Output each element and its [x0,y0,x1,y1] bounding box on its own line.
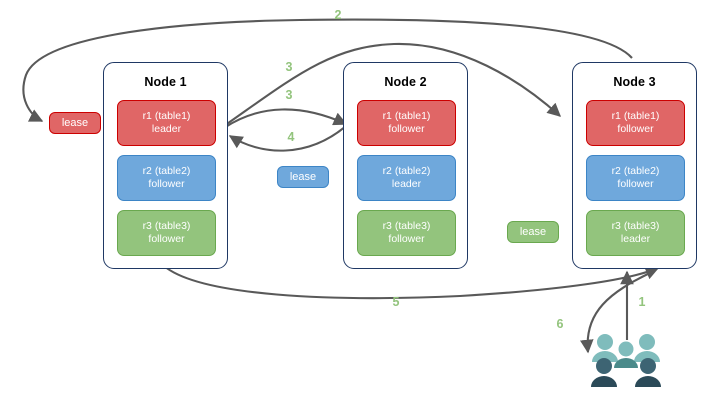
replica-role: follower [388,233,425,245]
lease-badge-table1[interactable]: lease [49,112,101,134]
replica-role: follower [617,178,654,190]
replica-role: follower [617,123,654,135]
replica-name: r2 (table2) [382,164,431,177]
lease-badge-table3[interactable]: lease [507,221,559,243]
node-title-node-1: Node 1 [144,75,187,89]
node-title-node-3: Node 3 [613,75,656,89]
replica-role: leader [620,233,651,245]
step-label-3a: 3 [285,60,293,74]
replica-role: leader [391,178,422,190]
node-card-node-3[interactable]: Node 3 r1 (table1) follower r2 (table2) … [572,62,697,269]
step-label-4: 4 [287,130,295,144]
replica-node-1-r3[interactable]: r3 (table3) follower [117,210,216,256]
replica-name: r2 (table2) [142,164,191,177]
replica-role: leader [151,123,182,135]
replica-role: follower [148,178,185,190]
replica-name: r2 (table2) [611,164,660,177]
replica-name: r1 (table1) [611,109,660,122]
step-label-5: 5 [392,295,400,309]
replica-node-1-r2[interactable]: r2 (table2) follower [117,155,216,201]
lease-badge-table2[interactable]: lease [277,166,329,188]
replica-node-3-r2[interactable]: r2 (table2) follower [586,155,685,201]
step-label-3b: 3 [285,88,293,102]
node-card-node-1[interactable]: Node 1 r1 (table1) leader r2 (table2) fo… [103,62,228,269]
replica-node-1-r1[interactable]: r1 (table1) leader [117,100,216,146]
step-label-6: 6 [556,317,564,331]
replica-name: r3 (table3) [142,219,191,232]
replica-node-3-r1[interactable]: r1 (table1) follower [586,100,685,146]
step-label-1: 1 [638,295,646,309]
node-card-node-2[interactable]: Node 2 r1 (table1) follower r2 (table2) … [343,62,468,269]
arrow-step-5 [163,265,660,300]
arrow-step-3-to-node2 [223,108,348,129]
replica-name: r3 (table3) [611,219,660,232]
node-title-node-2: Node 2 [384,75,427,89]
replica-role: follower [388,123,425,135]
replica-node-2-r1[interactable]: r1 (table1) follower [357,100,456,146]
replica-node-2-r2[interactable]: r2 (table2) leader [357,155,456,201]
replica-node-3-r3[interactable]: r3 (table3) leader [586,210,685,256]
step-label-2: 2 [334,8,342,22]
replica-name: r3 (table3) [382,219,431,232]
users-group-icon [591,334,661,387]
replica-name: r1 (table1) [382,109,431,122]
replica-role: follower [148,233,185,245]
replica-node-2-r3[interactable]: r3 (table3) follower [357,210,456,256]
replica-name: r1 (table1) [142,109,191,122]
